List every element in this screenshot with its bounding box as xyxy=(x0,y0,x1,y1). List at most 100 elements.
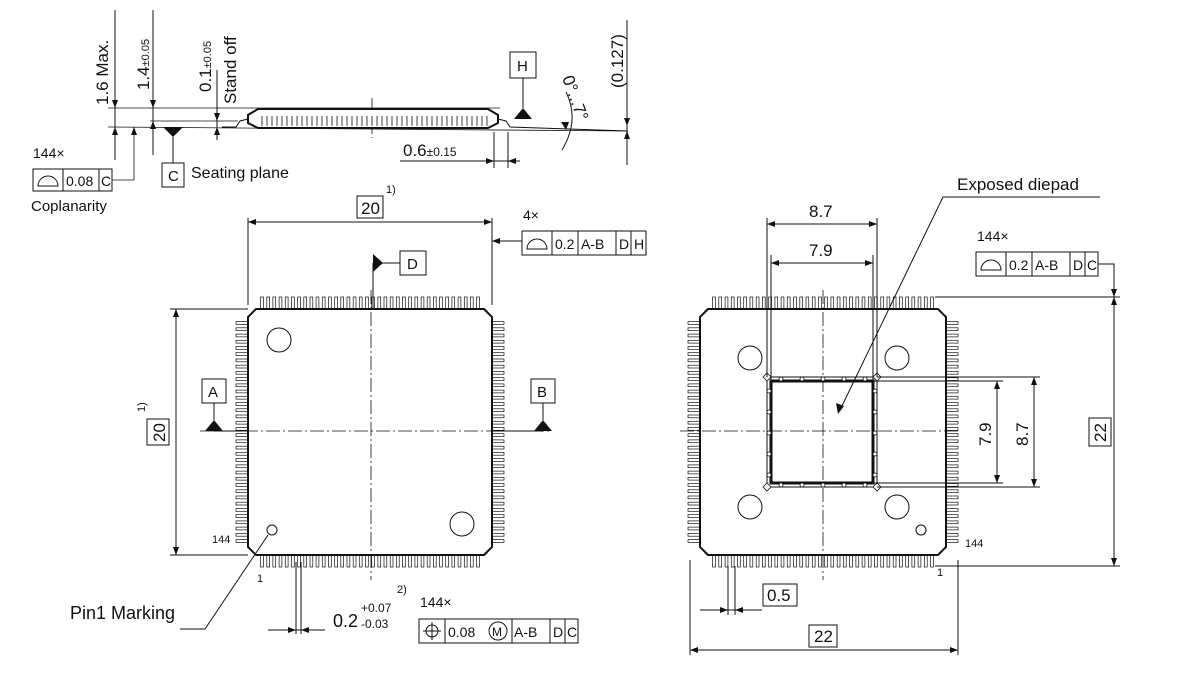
lead xyxy=(235,514,249,518)
lead xyxy=(235,501,249,506)
lead xyxy=(235,458,249,462)
lead xyxy=(491,408,505,412)
lead xyxy=(284,296,289,310)
lead xyxy=(774,554,779,568)
position-count: 144× xyxy=(420,594,452,610)
lead xyxy=(260,554,264,568)
lead xyxy=(855,554,860,568)
lead xyxy=(687,483,701,487)
lead xyxy=(321,296,326,310)
lead xyxy=(945,464,959,469)
lead xyxy=(793,296,797,310)
lead xyxy=(491,439,505,444)
lead xyxy=(445,554,449,568)
datum-c-triangle xyxy=(163,127,183,137)
lead xyxy=(730,554,735,568)
lead xyxy=(830,554,835,568)
lead xyxy=(712,296,716,310)
lead xyxy=(818,554,822,568)
pad-notch xyxy=(799,482,805,488)
lead xyxy=(491,433,505,437)
lead xyxy=(272,554,277,568)
lead xyxy=(945,483,959,487)
datum-b-triangle xyxy=(534,420,552,431)
lead xyxy=(945,476,959,481)
surface-profile-icon xyxy=(980,259,1002,271)
lead xyxy=(945,383,959,388)
lead xyxy=(687,352,701,356)
lead xyxy=(491,389,505,394)
lead xyxy=(334,296,338,310)
top-profile-ref1: A-B xyxy=(581,236,604,252)
lead xyxy=(389,554,394,568)
pitch-dim: 0.5 xyxy=(767,586,791,605)
lead xyxy=(346,296,351,310)
lead xyxy=(687,389,701,394)
lead xyxy=(718,296,722,310)
lead xyxy=(278,554,283,568)
lead xyxy=(334,554,338,568)
lead xyxy=(377,554,382,568)
lead xyxy=(235,433,249,437)
lead xyxy=(235,452,249,456)
lead xyxy=(945,489,959,493)
lead xyxy=(491,508,505,512)
lead xyxy=(687,452,701,456)
lead xyxy=(687,520,701,525)
lead xyxy=(463,554,468,568)
top-profile-count: 4× xyxy=(523,207,539,223)
pad-inner-height: 7.9 xyxy=(976,422,995,446)
datum-b-label: B xyxy=(537,384,547,401)
lead xyxy=(755,296,760,310)
lead xyxy=(945,402,959,406)
lead xyxy=(470,554,474,568)
lead xyxy=(718,554,722,568)
lead xyxy=(930,554,934,568)
pad-notch xyxy=(799,376,805,382)
lead xyxy=(235,445,249,450)
lead xyxy=(811,296,816,310)
position-value: 0.08 xyxy=(448,624,475,640)
pad-notch xyxy=(766,451,772,457)
lead xyxy=(945,321,959,325)
pad-notch xyxy=(872,451,878,457)
ejector-mark xyxy=(737,345,763,371)
lead xyxy=(945,352,959,356)
lead xyxy=(303,296,307,310)
lead xyxy=(843,296,847,310)
lead xyxy=(491,364,505,369)
lead xyxy=(687,414,701,419)
lead xyxy=(911,296,916,310)
lead xyxy=(880,554,884,568)
lead xyxy=(451,296,456,310)
lead xyxy=(780,554,785,568)
lead xyxy=(945,533,959,537)
lead xyxy=(491,489,505,493)
lead xyxy=(724,296,729,310)
lead xyxy=(762,296,766,310)
lead xyxy=(945,364,959,369)
lead xyxy=(945,420,959,425)
lead xyxy=(768,554,772,568)
lead xyxy=(786,296,791,310)
lead xyxy=(780,296,785,310)
side-view: 1.6 Max. 1.4±0.05 0.1±0.05 Stand off 144… xyxy=(31,10,630,215)
lead xyxy=(945,377,959,381)
lead xyxy=(235,402,249,406)
coplanarity-value: 0.08 xyxy=(66,173,93,189)
lead xyxy=(266,296,270,310)
lead xyxy=(687,539,701,543)
lead xyxy=(235,352,249,356)
top-view: 20 1) 4× 0.2 A-B D H D 20 1) A xyxy=(70,184,647,644)
lead xyxy=(945,495,959,500)
position-modifier: M xyxy=(492,625,502,639)
datum-d-triangle xyxy=(373,254,383,272)
coplanarity-label: Coplanarity xyxy=(31,198,107,215)
overall-width-dim: 22 xyxy=(814,627,833,646)
lead xyxy=(235,339,249,344)
lead xyxy=(945,433,959,437)
top-profile-ref2: D xyxy=(619,236,629,252)
top-width-note: 1) xyxy=(386,184,396,196)
lead xyxy=(687,333,701,338)
lead xyxy=(945,445,959,450)
